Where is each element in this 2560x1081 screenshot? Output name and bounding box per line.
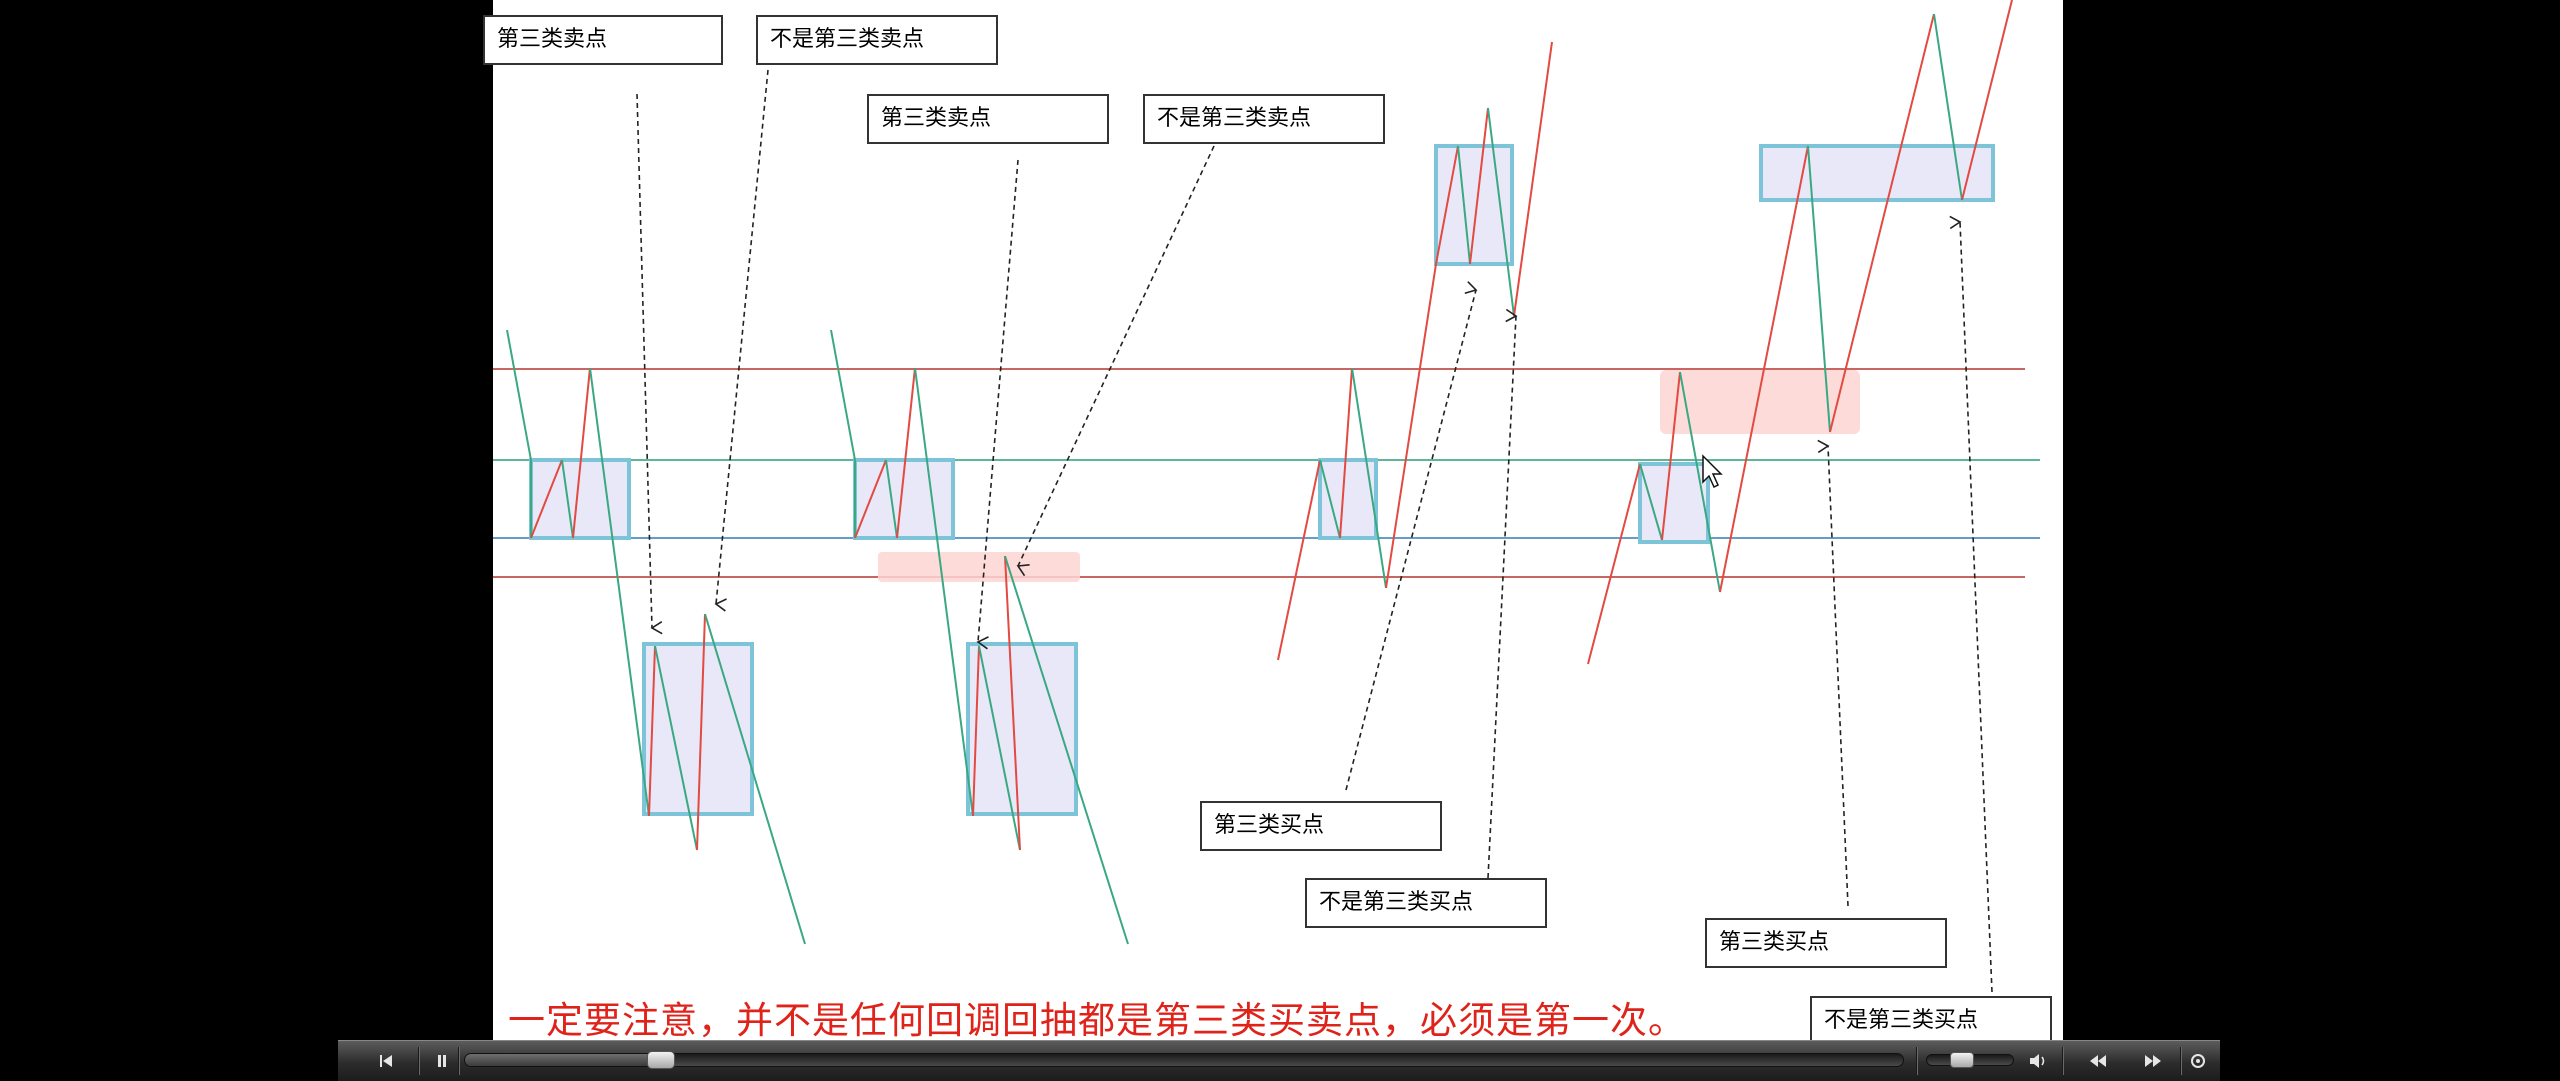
price-strokes-group-4 [1587,0,2013,665]
label-third-sell-point: 第三类卖点 [483,15,723,65]
pause-icon [438,1055,446,1067]
rewind-button[interactable] [2078,1049,2118,1073]
slide-caption: 一定要注意，并不是任何回调回抽都是第三类买卖点，必须是第一次。 [508,999,1686,1042]
seek-bar-played [465,1054,661,1066]
arrow-notbuy3-a [1487,308,1518,879]
play-pause-button[interactable] [422,1049,462,1073]
pivot-zone [642,642,754,816]
arrow-notbuy3-b [1949,215,1993,993]
pivot-zone [1638,462,1710,544]
settings-button[interactable] [2178,1049,2218,1073]
settings-icon [2191,1054,2205,1068]
volume-slider[interactable] [1926,1052,2014,1068]
label-not-third-buy-point: 不是第三类买点 [1810,996,2052,1046]
skip-back-icon [380,1055,392,1067]
price-strokes-group-3 [1277,41,1553,661]
video-player-controls [338,1040,2220,1081]
annotation-arrows [636,69,1993,993]
volume-button[interactable] [2018,1049,2058,1073]
rewind-icon [2090,1055,2106,1067]
price-strokes-group-1 [506,329,806,945]
highlight-zone-1 [878,552,1080,582]
volume-thumb[interactable] [1950,1052,1975,1068]
arrow-sell3-a [636,93,663,635]
label-third-buy-point: 第三类买点 [1705,918,1947,968]
arrow-notsell3-b [1016,145,1215,577]
arrow-buy3-b [1817,439,1849,907]
fast-forward-button[interactable] [2133,1049,2173,1073]
price-strokes-group-2 [830,329,1129,945]
label-not-third-sell-point: 不是第三类卖点 [756,15,998,65]
label-not-third-buy-point: 不是第三类买点 [1305,878,1547,928]
skip-back-button[interactable] [366,1049,406,1073]
label-third-sell-point: 第三类卖点 [867,94,1109,144]
mouse-cursor-icon [1702,454,1723,489]
seek-bar[interactable] [464,1051,1904,1069]
arrow-notsell3-a [714,69,769,612]
seek-thumb[interactable] [646,1051,675,1069]
label-not-third-sell-point: 不是第三类卖点 [1143,94,1385,144]
pivot-zone [966,642,1078,816]
label-third-buy-point: 第三类买点 [1200,801,1442,851]
speaker-icon [2030,1054,2045,1068]
fast-forward-icon [2145,1055,2161,1067]
highlight-zone-2 [1660,370,1860,434]
